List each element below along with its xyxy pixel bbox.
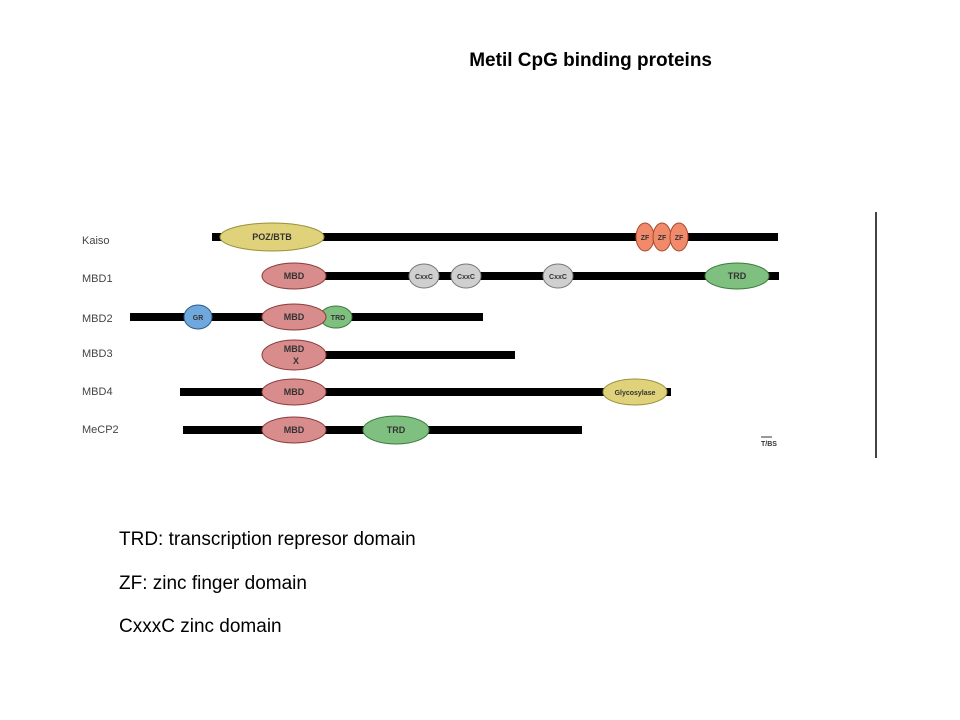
domain-mbd: MBD	[261, 303, 327, 331]
domain-cxxc-3: CxxC	[542, 263, 574, 289]
protein-label-mecp2: MeCP2	[82, 424, 119, 436]
protein-label-kaiso: Kaiso	[82, 235, 110, 247]
domain-cxxc-1: CxxC	[408, 263, 440, 289]
legend-trd: TRD: transcription represor domain	[119, 529, 416, 550]
protein-label-mbd2: MBD2	[82, 313, 113, 325]
svg-text:Glycosylase: Glycosylase	[615, 390, 656, 397]
protein-label-mbd3: MBD3	[82, 348, 113, 360]
protein-label-mbd4: MBD4	[82, 386, 113, 398]
diagram-title: Metil CpG binding proteins	[469, 50, 712, 71]
legend-cxxc: CxxxC zinc domain	[119, 616, 282, 637]
svg-text:T/BS: T/BS	[761, 441, 777, 448]
protein-backbone-mbd3	[300, 351, 515, 359]
protein-backbone-kaiso	[212, 233, 778, 241]
svg-text:MBD: MBD	[284, 344, 305, 354]
svg-text:ZF: ZF	[641, 235, 650, 242]
protein-backbone-mbd1	[265, 272, 779, 280]
domain-zf-2: ZF	[652, 222, 672, 252]
domain-mbd: MBD X	[261, 339, 327, 371]
domain-mbd: MBD	[261, 378, 327, 406]
domain-trd: TRD	[362, 415, 430, 445]
svg-text:TRD: TRD	[387, 425, 406, 435]
domain-mbd: MBD	[261, 416, 327, 444]
mutation-marker: X	[293, 356, 299, 366]
svg-text:POZ/BTB: POZ/BTB	[252, 232, 292, 242]
domain-trd: TRD	[704, 262, 770, 290]
vertical-divider	[875, 212, 877, 458]
protein-backbone-mbd4	[180, 388, 671, 396]
svg-text:TRD: TRD	[728, 271, 747, 281]
svg-text:CxxC: CxxC	[549, 274, 567, 281]
domain-glycosylase: Glycosylase	[602, 378, 668, 406]
domain-mbd: MBD	[261, 262, 327, 290]
svg-text:MBD: MBD	[284, 312, 305, 322]
source-mark: T/BS	[761, 436, 777, 448]
svg-text:MBD: MBD	[284, 387, 305, 397]
svg-text:CxxC: CxxC	[457, 274, 475, 281]
domain-gr: GR	[183, 304, 213, 330]
domain-poz-btb: POZ/BTB	[219, 222, 325, 252]
svg-text:MBD: MBD	[284, 425, 305, 435]
svg-text:CxxC: CxxC	[415, 274, 433, 281]
domain-zf-3: ZF	[669, 222, 689, 252]
svg-text:MBD: MBD	[284, 271, 305, 281]
domain-zf-1: ZF	[635, 222, 655, 252]
svg-text:TRD: TRD	[331, 315, 345, 322]
svg-text:ZF: ZF	[675, 235, 684, 242]
domain-cxxc-2: CxxC	[450, 263, 482, 289]
svg-text:ZF: ZF	[658, 235, 667, 242]
svg-text:GR: GR	[193, 315, 204, 322]
protein-label-mbd1: MBD1	[82, 273, 113, 285]
legend-zf: ZF: zinc finger domain	[119, 573, 307, 594]
